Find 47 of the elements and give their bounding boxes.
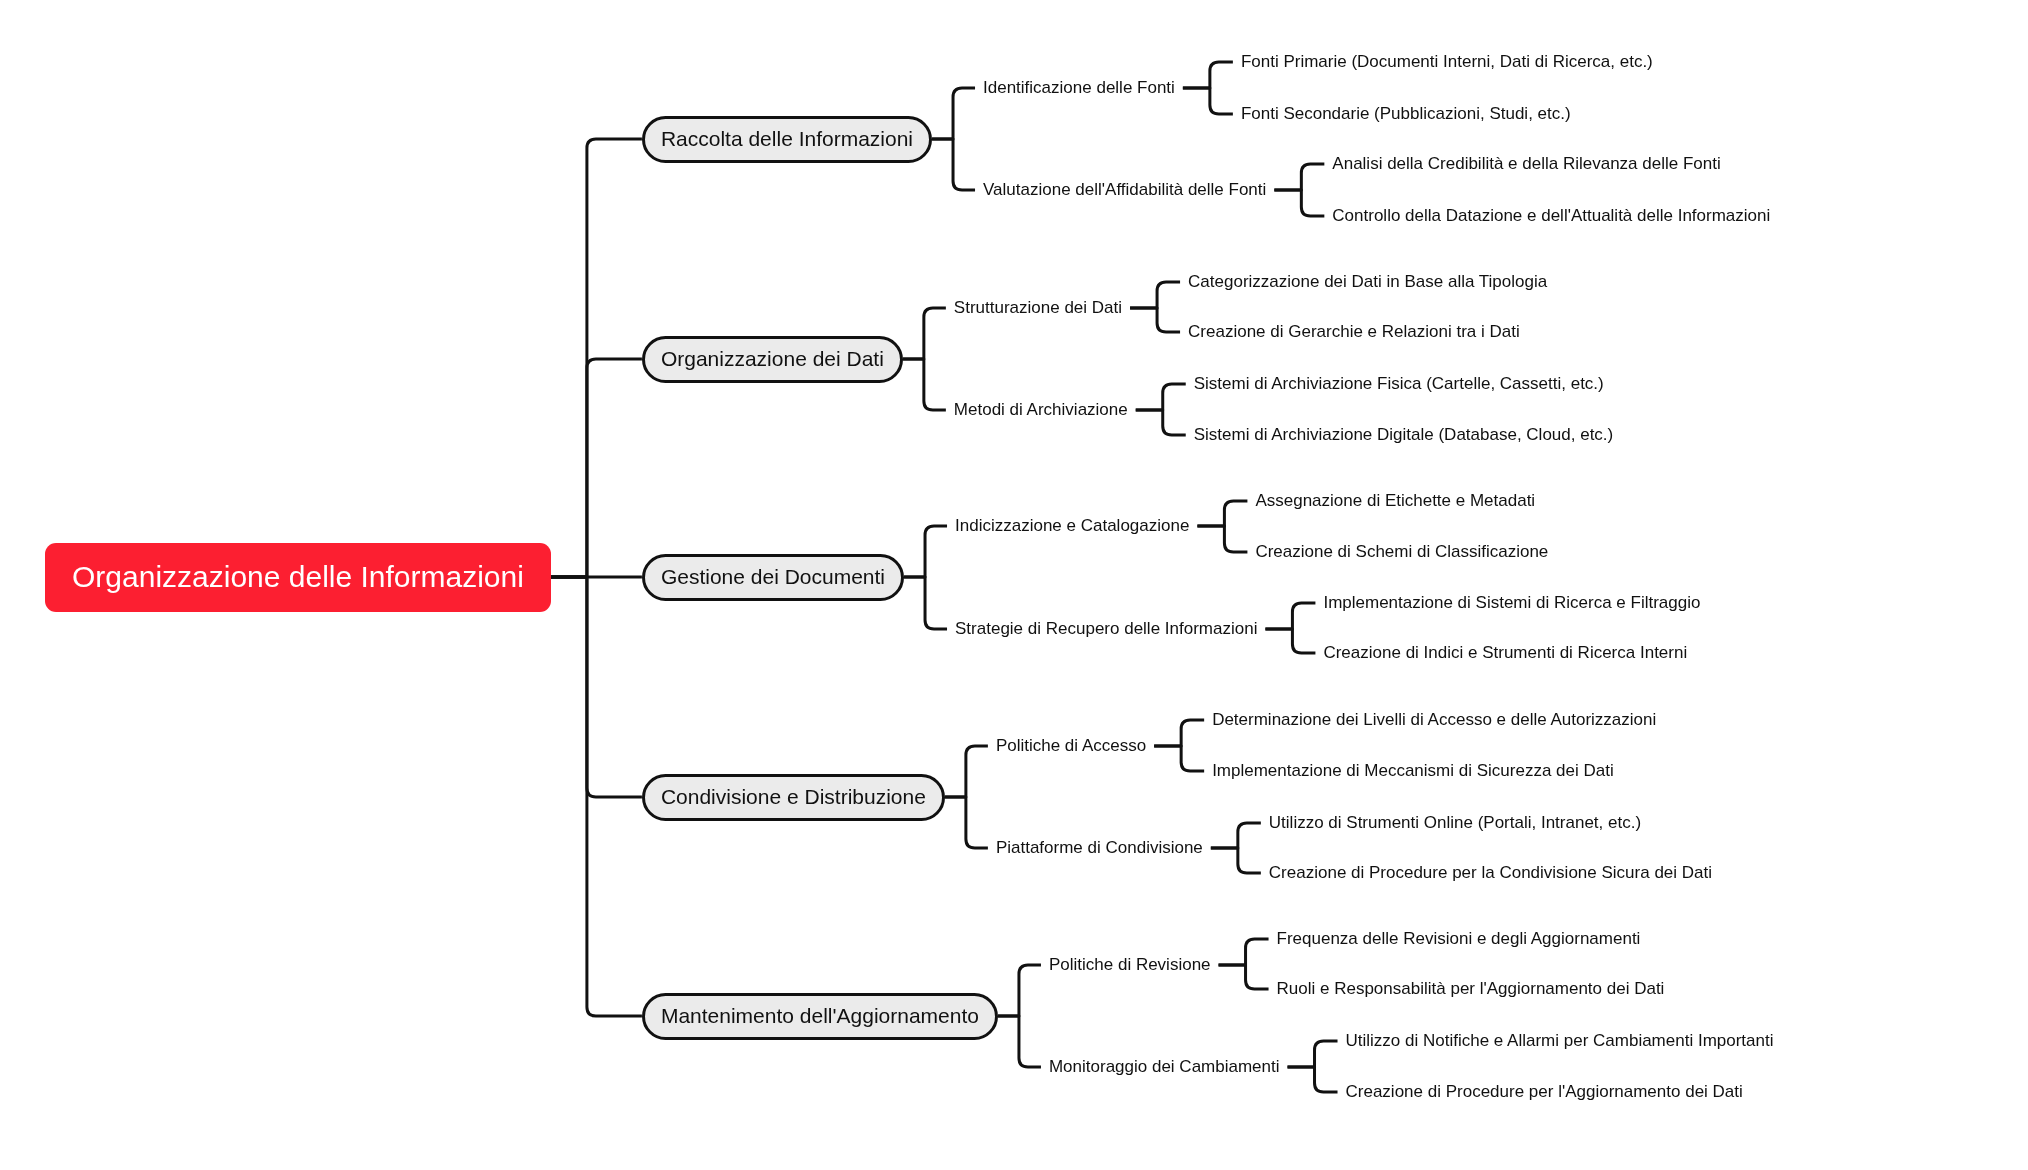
detail-text: Frequenza delle Revisioni e degli Aggiornamenti	[1268, 928, 1649, 950]
subtopic-text: Indicizzazione e Catalogazione	[947, 515, 1198, 537]
connector-line	[1218, 963, 1269, 991]
subtopic-text: Identificazione delle Fonti	[975, 77, 1183, 99]
detail-text: Creazione di Schemi di Classificazione	[1247, 541, 1557, 563]
central-topic-box: Organizzazione delle Informazioni	[45, 542, 551, 612]
detail-text: Creazione di Gerarchie e Relazioni tra i Dati	[1180, 321, 1528, 343]
detail-text: Creazione di Indici e Strumenti di Ricerca Interni	[1315, 642, 1696, 664]
detail-text: Creazione di Procedure per l'Aggiornamento dei Dati	[1337, 1081, 1751, 1103]
connector-line	[550, 575, 642, 1018]
subtopic-text: Strutturazione dei Dati	[945, 297, 1131, 319]
main-topic-pill: Organizzazione dei Dati	[641, 335, 903, 383]
connector-line	[1197, 524, 1248, 554]
subtopic-text: Strategie di Recupero delle Informazioni	[947, 618, 1266, 640]
detail-text: Utilizzo di Notifiche e Allarmi per Cambiamenti Importanti	[1337, 1030, 1782, 1052]
detail-text: Sistemi di Archiviazione Fisica (Cartelle, Cassetti, etc.)	[1185, 373, 1612, 395]
subtopic-text: Piattaforme di Condivisione	[987, 837, 1211, 859]
connector-line	[1130, 306, 1181, 334]
detail-text: Utilizzo di Strumenti Online (Portali, Intranet, etc.)	[1260, 812, 1650, 834]
subtopic-text: Politiche di Accesso	[987, 735, 1155, 757]
connector-line	[1287, 1065, 1338, 1094]
detail-text: Fonti Primarie (Documenti Interni, Dati di Ricerca, etc.)	[1232, 51, 1661, 73]
main-topic-pill: Mantenimento dell'Aggiornamento	[641, 992, 998, 1040]
main-topic-pill: Gestione dei Documenti	[641, 553, 905, 601]
detail-text: Controllo della Datazione e dell'Attualità delle Informazioni	[1324, 205, 1779, 227]
detail-text: Ruoli e Responsabilità per l'Aggiornamento dei Dati	[1268, 978, 1673, 1000]
connector-line	[1135, 408, 1186, 437]
detail-text: Fonti Secondarie (Pubblicazioni, Studi, etc.)	[1232, 103, 1579, 125]
subtopic-text: Valutazione dell'Affidabilità delle Fonti	[975, 179, 1275, 201]
connector-line	[1210, 846, 1261, 875]
detail-text: Sistemi di Archiviazione Digitale (Database, Cloud, etc.)	[1185, 424, 1622, 446]
connector-line	[1154, 744, 1205, 773]
main-topic-pill: Raccolta delle Informazioni	[641, 115, 933, 163]
main-topic-pill: Condivisione e Distribuzione	[641, 773, 945, 821]
detail-text: Implementazione di Meccanismi di Sicurezza dei Dati	[1204, 760, 1622, 782]
detail-text: Implementazione di Sistemi di Ricerca e Filtraggio	[1315, 592, 1709, 614]
detail-text: Categorizzazione dei Dati in Base alla Tipologia	[1180, 271, 1556, 293]
connector-line	[1182, 86, 1233, 116]
detail-text: Determinazione dei Livelli di Accesso e delle Autorizzazioni	[1204, 709, 1665, 731]
detail-text: Assegnazione di Etichette e Metadati	[1247, 490, 1544, 512]
detail-text: Creazione di Procedure per la Condivisione Sicura dei Dati	[1260, 862, 1721, 884]
connector-line	[1265, 627, 1316, 655]
subtopic-text: Politiche di Revisione	[1040, 954, 1219, 976]
detail-text: Analisi della Credibilità e della Rilevanza delle Fonti	[1324, 153, 1729, 175]
subtopic-text: Metodi di Archiviazione	[945, 399, 1136, 421]
connector-line	[1274, 188, 1325, 218]
subtopic-text: Monitoraggio dei Cambiamenti	[1040, 1056, 1288, 1078]
